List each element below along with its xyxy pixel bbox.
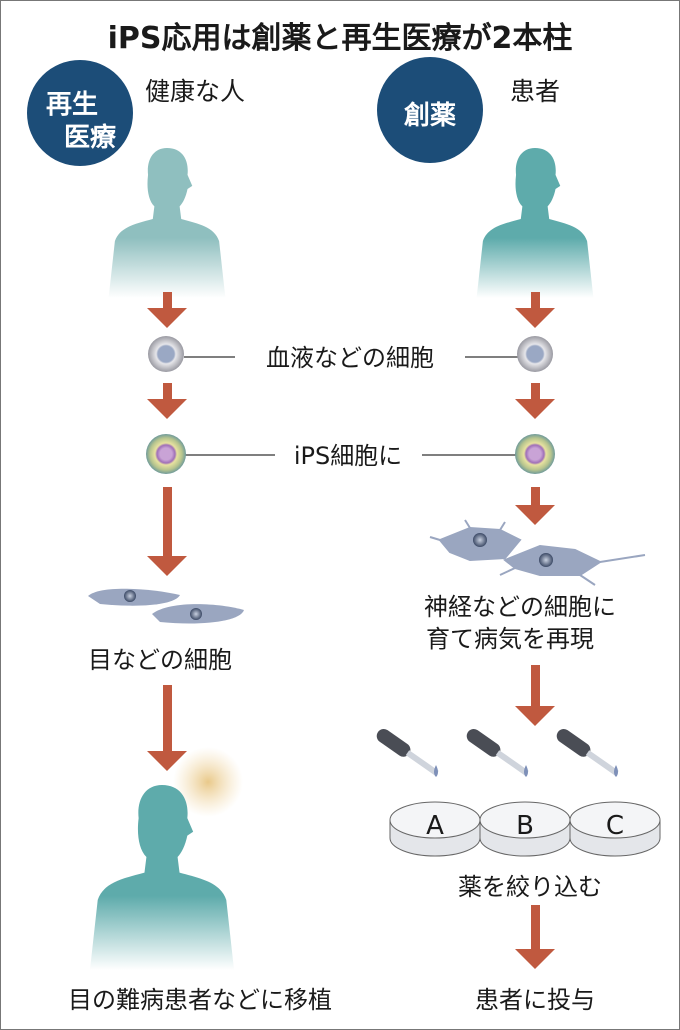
blood-cell-right — [517, 336, 553, 372]
blood-cell-left — [148, 336, 184, 372]
diagram-title: iPS応用は創薬と再生医療が2本柱 — [108, 21, 573, 56]
dish-label-b: B — [516, 811, 534, 841]
eye-cell-label: 目などの細胞 — [88, 646, 232, 674]
neuron-cells — [429, 519, 646, 586]
transplant-glow — [173, 747, 243, 817]
patient-label: 患者 — [510, 77, 560, 106]
dish-label-c: C — [606, 811, 624, 841]
blood-cell-label: 血液などの細胞 — [266, 344, 434, 372]
badge-line1: 再生 — [46, 90, 98, 120]
screening-label: 薬を絞り込む — [458, 873, 602, 901]
regenerative-medicine-badge — [27, 60, 133, 166]
ips-cell-right — [515, 434, 555, 474]
flow-arrows — [147, 292, 555, 969]
ips-cell-left — [146, 434, 186, 474]
pipettes — [376, 729, 619, 777]
transplant-label: 目の難病患者などに移植 — [68, 986, 332, 1014]
administer-label: 患者に投与 — [475, 986, 595, 1014]
badge-line2: 医療 — [64, 123, 117, 153]
drug-discovery-badge — [377, 57, 483, 163]
neuron-label-line2: 育て病気を再現 — [426, 625, 594, 653]
healthy-person-silhouette — [108, 148, 226, 298]
healthy-person-label: 健康な人 — [145, 77, 245, 106]
dish-b — [479, 801, 571, 857]
dish-c — [569, 801, 661, 857]
patient-silhouette — [476, 148, 594, 298]
dish-label-a: A — [426, 811, 444, 841]
badge-label: 創薬 — [404, 101, 456, 131]
ips-label: iPS細胞に — [294, 442, 402, 470]
neuron-label-line1: 神経などの細胞に — [424, 593, 616, 621]
